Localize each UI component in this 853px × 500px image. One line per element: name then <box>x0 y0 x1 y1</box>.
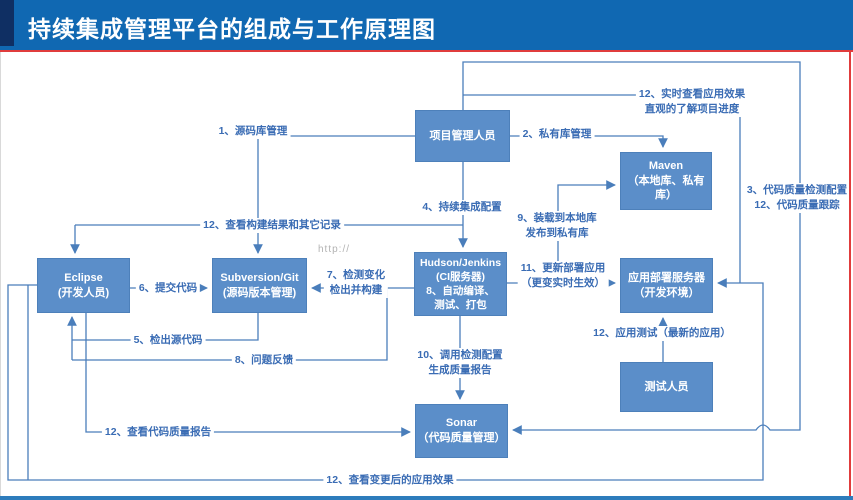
node-maven: Maven （本地库、私有 库） <box>620 152 712 210</box>
node-label: (源码版本管理) <box>222 286 297 299</box>
edge-label-private-repo: 2、私有库管理 <box>519 127 595 142</box>
edge-label-problem-feedback: 8、问题反馈 <box>231 353 297 368</box>
node-label: Subversion/Git <box>220 271 299 284</box>
corner-accent <box>0 0 14 46</box>
node-label: （本地库、私有 <box>627 174 705 187</box>
node-label: (开发人员) <box>57 286 110 299</box>
node-label: （开发环境） <box>633 286 700 299</box>
node-sonar: Sonar （代码质量管理） <box>415 404 508 458</box>
edge-problem-feedback <box>72 288 388 361</box>
watermark: http:// <box>318 244 351 255</box>
title-underline <box>0 50 853 52</box>
edge-label-load-repo: 9、装载到本地库 发布到私有库 <box>514 211 600 241</box>
node-label: 项目管理人员 <box>429 129 496 142</box>
edge-load-local-repo <box>557 180 616 283</box>
edge-quality-config-tracking <box>462 61 801 435</box>
edge-label-quality-config: 3、代码质量检测配置 12、代码质量跟踪 <box>743 183 851 213</box>
node-app-deploy-server: 应用部署服务器 （开发环境） <box>620 258 713 313</box>
edge-label-source-repo: 1、源码库管理 <box>215 124 291 139</box>
edge-view-quality-report <box>85 313 411 437</box>
edge-label-detect-change: 7、检测变化 检出并构建 <box>323 268 389 298</box>
edge-label-update-deploy: 11、更新部署应用 （更变实时生效） <box>517 261 609 291</box>
node-label: （代码质量管理） <box>417 432 506 444</box>
node-project-managers: 项目管理人员 <box>415 110 510 162</box>
edge-label-realtime-view: 12、实时查看应用效果 直观的了解项目进度 <box>635 87 749 117</box>
edge-source-repo-mgmt <box>253 135 415 254</box>
node-label: 8、自动编译、 <box>426 285 495 297</box>
edge-label-view-quality-report: 12、查看代码质量报告 <box>101 425 215 440</box>
edge-label-ci-config: 4、持续集成配置 <box>419 200 505 215</box>
node-label: Eclipse <box>64 271 103 284</box>
left-border <box>0 52 1 496</box>
node-label: 测试人员 <box>644 380 689 393</box>
node-subversion-git: Subversion/Git (源码版本管理) <box>212 258 307 313</box>
node-eclipse: Eclipse (开发人员) <box>37 258 130 313</box>
edge-label-app-test: 12、应用测试（最新的应用） <box>590 326 734 341</box>
edge-label-view-build-results: 12、查看构建结果和其它记录 <box>200 218 344 233</box>
node-testers: 测试人员 <box>620 362 713 412</box>
node-hudson-jenkins: Hudson/Jenkins (CI服务器) 8、自动编译、 测试、打包 <box>414 252 507 316</box>
edge-label-commit-code: 6、提交代码 <box>135 281 201 296</box>
edge-label-quality-report: 10、调用检测配置 生成质量报告 <box>414 348 506 378</box>
node-label: 应用部署服务器 <box>628 271 705 284</box>
edge-label-checkout-source: 5、检出源代码 <box>130 333 206 348</box>
right-red-border <box>849 52 851 496</box>
node-label: (CI服务器) <box>436 270 485 283</box>
bottom-blue-bar <box>0 496 853 500</box>
node-label: Hudson/Jenkins <box>419 256 502 269</box>
slide-title: 持续集成管理平台的组成与工作原理图 <box>28 16 436 42</box>
title-bar: 持续集成管理平台的组成与工作原理图 <box>0 0 853 50</box>
node-label: Maven <box>648 160 684 173</box>
node-label: Sonar <box>445 417 478 430</box>
node-label: 库） <box>655 189 677 202</box>
node-label: 测试、打包 <box>434 299 487 312</box>
edge-label-view-changed-app: 12、查看变更后的应用效果 <box>323 473 457 488</box>
